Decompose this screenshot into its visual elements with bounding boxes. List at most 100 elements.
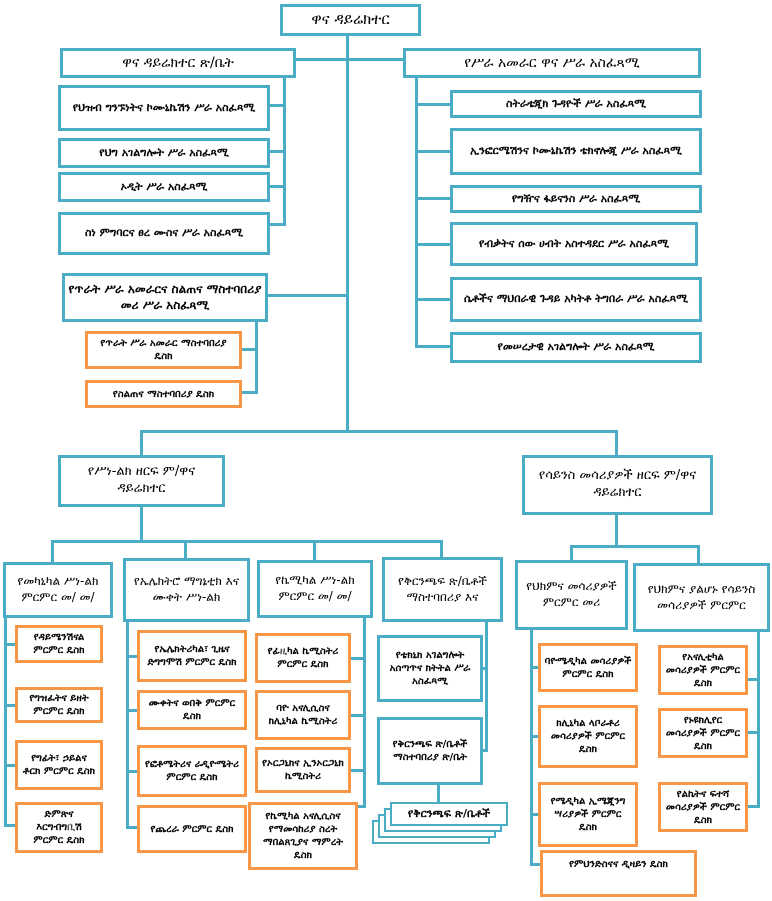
desk-box: የጨረራ ምርምር ዴስክ <box>137 805 247 853</box>
connector-line <box>242 391 255 394</box>
management-unit-box: የብቃትና ሰው ሀብት አስተዳደር ሥራ አስፈጻሚ <box>450 222 698 266</box>
connector-line <box>4 824 15 827</box>
connector-line <box>268 294 349 297</box>
office-unit-box: የህግ አገልግሎት ሥራ አስፈጻሚ <box>58 138 270 168</box>
connector-line <box>757 632 760 808</box>
connector-line <box>437 785 440 802</box>
connector-line <box>140 430 618 433</box>
desk-box: የፎቶሜትሪና ራዲዮሜትሪ ምርምር ዴስክ <box>137 745 247 797</box>
training-desk-box: የስልጠና ማስተባበሪያ ዴስክ <box>85 380 242 408</box>
connector-line <box>570 545 700 548</box>
dept-header-branch-coordination: የቅርንጫፍ ጽ/ቤቶች ማስተባበሪያ እና <box>382 557 503 622</box>
dept-header-medical-instruments: የህክምና መሳሪያዎች ምርምር መሪ <box>515 560 628 630</box>
connector-line <box>363 618 366 808</box>
connector-line <box>530 735 540 738</box>
connector-line <box>530 863 542 866</box>
dept-header-mechanical: የመካኒካል ሥነ-ልክ ምርምር መ/ መ/ <box>3 562 113 618</box>
desk-box: የኦርጋኒክና ኢንኦርጋኒክ ኬሚስትሪ <box>255 747 351 793</box>
connector-line <box>418 298 450 301</box>
connector-line <box>615 430 618 455</box>
office-unit-box: የህዝብ ግንኙነትና ኮሙኒኬሽን ሥራ አስፈጻሚ <box>58 85 270 131</box>
management-unit-box: ሴቶችና ማህበራዊ ጉዳይ አካትቶ ትግበራ ሥራ አስፈጻሚ <box>450 277 702 322</box>
management-unit-box: የግዥና ፋይናንስ ሥራ አስፈጻሚ <box>450 185 702 213</box>
dept-header-nonmedical-instruments: የህክምና ያልሆኑ የሳይንስ መሳሪያዎች ምርምር <box>633 563 770 632</box>
connector-line <box>4 704 15 707</box>
connector-line <box>126 622 129 829</box>
connector-line <box>697 545 700 563</box>
desk-box: ክሊኒካል ላቦራቶሪ መሳሪያዎች ምርምር ዴስክ <box>538 705 638 768</box>
director-general-box: ዋና ዳይሬክተር <box>280 4 421 36</box>
desk-box: የኬሚካል አናሊሲስና የማመሳከሪያ ስረት ማበልጸጊያና ማምረት ዴስ… <box>248 802 358 870</box>
desk-box: የዳይሜንሽናል ምርምር ዴስክ <box>15 625 103 663</box>
connector-line <box>440 540 443 557</box>
connector-line <box>418 150 450 153</box>
connector-line <box>351 657 363 660</box>
branch-coordination-office-box: የቅርንጫፍ ጽ/ቤቶች ማስተባበሪያ ጽ/ቤት <box>377 717 483 785</box>
connector-line <box>415 78 418 348</box>
science-instruments-sector-box: የሳይንስ መሳሪያዎች ዘርፍ ም/ዋና ዳይሬክተር <box>522 455 713 515</box>
desk-box: የኑዩክሊየር መሳሪያዎች ምርምር ዴስክ <box>658 708 748 758</box>
connector-line <box>418 197 450 200</box>
desk-box: የግፊት፣ ኃይልና ቶርክ ምርምር ዴስክ <box>15 740 103 790</box>
management-unit-box: ኢንፎርሜሽንና ኮሙኒኬሽን ቴክኖሎጂ ሥራ አስፈጻሚ <box>450 128 702 175</box>
connector-line <box>748 731 758 734</box>
connector-line <box>480 749 488 752</box>
connector-line <box>270 150 283 153</box>
connector-line <box>485 622 488 752</box>
management-header: የሥራ አመራር ዋና ሥራ አስፈጻሚ <box>403 48 701 78</box>
connector-line <box>126 709 137 712</box>
desk-box: የአናሊቲካል መሳሪያዎች ምርምር ዴስክ <box>658 645 748 695</box>
connector-line <box>4 618 7 827</box>
connector-line <box>570 545 573 560</box>
connector-line <box>270 185 283 188</box>
connector-line <box>748 805 758 808</box>
connector-line <box>4 764 15 767</box>
connector-line <box>351 714 363 717</box>
desk-box: የፊዚካል ኬሚስትሪ ምርምር ዴስክ <box>255 633 351 683</box>
connector-line <box>126 770 137 773</box>
connector-line <box>242 348 255 351</box>
desk-box: ባዮሜዲካል መሳሪያዎች ምርምር ዴስክ <box>538 643 638 692</box>
desk-box: ባዮ አናሊሲስና ክሊኒካል ኬሚስትሪ <box>255 690 351 740</box>
engineering-design-desk-box: የምህንድስናና ዲዛይን ዴስክ <box>540 850 697 897</box>
connector-line <box>4 643 15 646</box>
dept-header-chemical: የኬሚካል ሥነ-ልክ ምርምር መ/ መ/ <box>257 560 373 618</box>
branch-offices-stack-front: የቅርንጫፍ ጽ/ቤቶች <box>390 802 508 826</box>
technical-service-office-box: የቴክኒክ አገልግሎት አሰጣጥና ክትትል ሥራ አስፈጻሚ <box>377 635 483 702</box>
connector-line <box>748 678 758 681</box>
connector-line <box>530 630 533 866</box>
management-unit-box: ስትራቴጂክ ጉዳዮች ሥራ አስፈጻሚ <box>450 90 702 118</box>
connector-line <box>418 103 450 106</box>
connector-line <box>530 813 540 816</box>
desk-box: የልኬትና ፍተሻ መሳሪያዎች ምርምር ዴስክ <box>658 782 748 832</box>
connector-line <box>283 78 286 226</box>
metrology-sector-box: የሥነ-ልክ ዘርፍ ም/ዋና ዳይሬክተር <box>58 455 225 507</box>
connector-line <box>351 769 363 772</box>
connector-line <box>140 507 143 540</box>
desk-box: ሙቀትና ወበቅ ምርምር ዴስክ <box>137 690 247 730</box>
connector-line <box>126 826 137 829</box>
connector-line <box>418 345 450 348</box>
office-unit-box: ኦዲት ሥራ አስፈጻሚ <box>58 172 270 202</box>
quality-desk-box: የጥራት ሥራ አመራር ማስተባበሪያ ዴስክ <box>85 331 242 369</box>
connector-line <box>418 243 450 246</box>
connector-line <box>184 540 187 558</box>
desk-box: የኤሌክትሪካል፣ ጊዜና ድግግሞሽ ምርምር ዴስክ <box>137 630 247 682</box>
connector-line <box>615 515 618 545</box>
connector-line <box>530 666 540 669</box>
connector-line <box>480 667 488 670</box>
management-unit-box: የመሠረታዊ አገልግሎት ሥራ አስፈጻሚ <box>450 332 702 363</box>
connector-line <box>51 540 54 562</box>
connector-line <box>270 104 283 107</box>
connector-line <box>126 655 137 658</box>
connector-line <box>358 805 366 808</box>
connector-line <box>296 58 403 61</box>
quality-lead-executive-box: የጥራት ሥራ አመራርና ስልጠና ማስተባበሪያ መሪ ሥራ አስፈጻሚ <box>62 273 268 322</box>
desk-box: የግዝፈትና ይዘት ምርምር ዴስክ <box>15 687 103 723</box>
connector-line <box>255 322 258 394</box>
desk-box: የሜዲካል ኢሜጂንግ ሣሪያዎች ምርምር ዴስክ <box>538 782 638 847</box>
desk-box: ድምጽና እርግብግቢሽ ምርምር ዴስክ <box>15 802 103 853</box>
connector-line <box>140 430 143 455</box>
connector-line <box>313 540 316 560</box>
